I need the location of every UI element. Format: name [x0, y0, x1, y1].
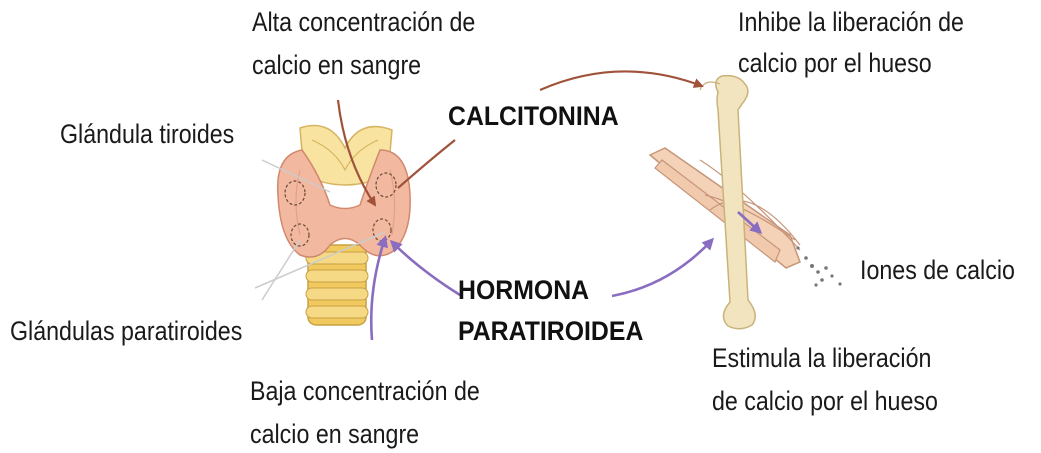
- inhibits-label: Inhibe la liberación de calcio por el hu…: [738, 4, 964, 82]
- pth-line2: PARATIROIDEA: [458, 313, 643, 350]
- stimulates-line1: Estimula la liberación: [712, 340, 938, 377]
- parathyroids-label: Glándulas paratiroides: [10, 313, 242, 350]
- stimulates-line2: de calcio por el hueso: [712, 383, 938, 420]
- low-calcium-label: Baja concentración de calcio en sangre: [250, 373, 480, 453]
- pth-label: HORMONA PARATIROIDEA: [458, 272, 643, 350]
- calcium-ions: [796, 246, 841, 286]
- thyroid-label: Glándula tiroides: [60, 116, 234, 153]
- calcitonin-label: CALCITONINA: [448, 98, 619, 135]
- high-calcium-line1: Alta concentración de: [252, 4, 475, 41]
- inhibits-line2: calcio por el hueso: [738, 45, 964, 82]
- stimulates-label: Estimula la liberación de calcio por el …: [712, 340, 938, 420]
- inhibits-line1: Inhibe la liberación de: [738, 4, 964, 41]
- high-calcium-line2: calcio en sangre: [252, 47, 475, 84]
- bones: [650, 76, 800, 329]
- low-calcium-line1: Baja concentración de: [250, 373, 480, 410]
- low-calcium-line2: calcio en sangre: [250, 416, 480, 453]
- pth-line1: HORMONA: [458, 272, 643, 309]
- high-calcium-label: Alta concentración de calcio en sangre: [252, 4, 475, 84]
- calcium-ions-label: Iones de calcio: [860, 252, 1015, 289]
